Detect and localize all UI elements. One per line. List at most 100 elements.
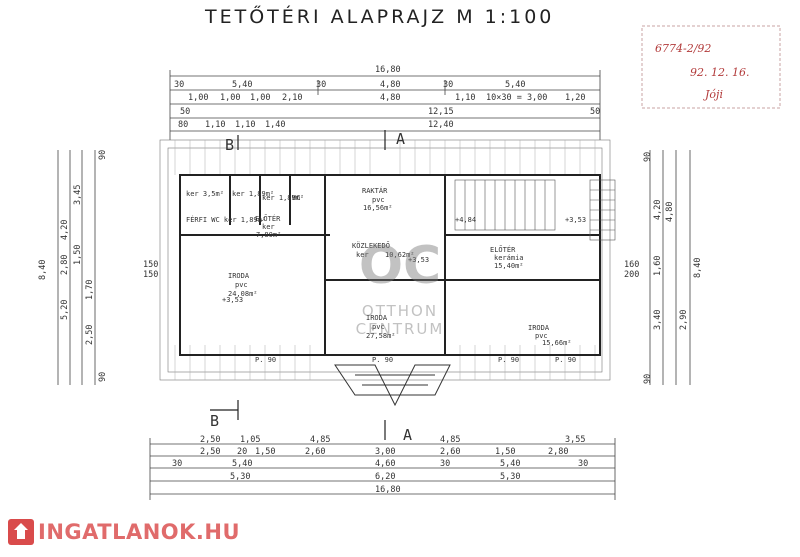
handwritten-date: 92. 12. 16. (690, 66, 749, 79)
watermark-line1: OTTHON (361, 302, 439, 320)
room-floor: kerámia (494, 254, 524, 262)
room-name: RAKTÁR (362, 186, 388, 195)
walls (179, 174, 601, 356)
dim-text: 6,20 (375, 472, 395, 482)
dim-text: 2,50 (200, 447, 220, 457)
small-room-label: FÉRFI WC ker 1,89m² (186, 215, 266, 224)
dim-text: 160 (624, 260, 639, 270)
height-label: +3,53 (222, 296, 243, 304)
dormer (334, 364, 451, 407)
dim-text: 1,00 (250, 93, 270, 103)
dim-text: 4,85 (310, 435, 330, 445)
dim-text: 3,55 (565, 435, 585, 445)
dim-text: 1,05 (240, 435, 260, 445)
dim-text: 5,20 (60, 300, 70, 320)
dim-text: 30 (578, 459, 588, 469)
dim-text: 1,00 (220, 93, 240, 103)
dim-text: 3,00 (375, 447, 395, 457)
dim-text: 2,10 (282, 93, 302, 103)
dim-text: 8,40 (38, 260, 48, 280)
door-label: P. 90 (255, 356, 276, 364)
dim-text: 10×30 = 3,00 (486, 93, 547, 103)
room-labels: RAKTÁR pvc 16,56m² ELŐTÉR ker 7,80m² IRO… (186, 186, 586, 364)
handwritten-ref: 6774-2/92 (655, 42, 711, 55)
room-floor: pvc (535, 332, 548, 340)
dim-text: 150 (143, 270, 158, 280)
dim-text: 12,15 (428, 107, 454, 117)
dim-text: 20 (237, 447, 247, 457)
door-label: P. 90 (372, 356, 393, 364)
dim-text: 200 (624, 270, 639, 280)
dim-text: 1,50 (495, 447, 515, 457)
height-label: +4,84 (455, 216, 476, 224)
dim-text: 4,60 (375, 459, 395, 469)
dim-text: 1,70 (85, 280, 95, 300)
site-logo[interactable]: INGATLANOK.HU (8, 517, 241, 547)
dim-text: 3,40 (653, 310, 663, 330)
dim-text: 5,40 (232, 80, 252, 90)
house-icon (8, 519, 34, 545)
section-a-bottom: A (403, 426, 412, 444)
watermark-line2: CENTRUM (355, 320, 445, 338)
dim-text: 1,50 (255, 447, 275, 457)
door-label: P. 90 (555, 356, 576, 364)
dim-text: 5,30 (230, 472, 250, 482)
dim-text: 1,10 (455, 93, 475, 103)
dim-text: 3,45 (73, 185, 83, 205)
dim-text: 4,85 (440, 435, 460, 445)
room-area: 16,56m² (363, 204, 393, 212)
dim-text: 90 (643, 374, 653, 384)
section-lines (210, 130, 386, 440)
watermark: OC OTTHON CENTRUM (330, 240, 470, 338)
dim-text: 1,50 (73, 245, 83, 265)
dim-text: 4,20 (60, 220, 70, 240)
dim-text: 2,60 (440, 447, 460, 457)
dim-bottom-total: 16,80 (375, 485, 401, 495)
dim-text: 30 (174, 80, 184, 90)
room-floor: pvc (372, 323, 385, 331)
height-label: +3,53 (408, 256, 429, 264)
dim-text: 4,80 (380, 93, 400, 103)
room-floor: pvc (235, 281, 248, 289)
room-name: IRODA (528, 324, 550, 332)
dim-text: 1,10 (235, 120, 255, 130)
roof-hatching (174, 140, 596, 380)
dim-text: 8,40 (693, 258, 703, 278)
section-b-top: B (225, 136, 234, 154)
dim-text: 2,90 (679, 310, 689, 330)
dim-text: 30 (443, 80, 453, 90)
small-room-label: WC (292, 194, 300, 202)
room-area: 10,62m² (385, 251, 415, 259)
plan-title: TETŐTÉRI ALAPRAJZ M 1:100 (204, 4, 554, 28)
dim-text: 90 (98, 150, 108, 160)
room-floor: pvc (372, 196, 385, 204)
section-a-top: A (396, 130, 405, 148)
dim-text: 30 (316, 80, 326, 90)
room-area: 24,08m² (228, 290, 258, 298)
room-floor: ker (262, 223, 275, 231)
logo-text: INGATLANOK.HU (38, 520, 241, 544)
height-label: +3,53 (565, 216, 586, 224)
small-room-label: ker 3,5m² (186, 190, 224, 198)
dim-text: 50 (590, 107, 600, 117)
dim-text: 1,40 (265, 120, 285, 130)
watermark-mark: OC (358, 236, 442, 296)
dim-text: 30 (440, 459, 450, 469)
dim-text: 50 (180, 107, 190, 117)
dim-text: 5,40 (232, 459, 252, 469)
dim-text: 30 (172, 459, 182, 469)
room-name: IRODA (366, 314, 388, 322)
door-label: P. 90 (498, 356, 519, 364)
dim-text: 1,00 (188, 93, 208, 103)
handwritten-signature: Jóji (703, 88, 723, 101)
dim-text: 80 (178, 120, 188, 130)
bottom-dimension-lines (149, 438, 616, 500)
room-name: ELŐTÉR (255, 214, 281, 223)
section-b-bottom: B (210, 412, 219, 430)
dim-text: 5,40 (500, 459, 520, 469)
dim-text: 150 (143, 260, 158, 270)
left-dimension-lines (57, 150, 96, 385)
dim-text: 1,60 (653, 256, 663, 276)
room-area: 7,80m² (256, 231, 281, 239)
room-name: ELŐTÉR (490, 245, 516, 254)
